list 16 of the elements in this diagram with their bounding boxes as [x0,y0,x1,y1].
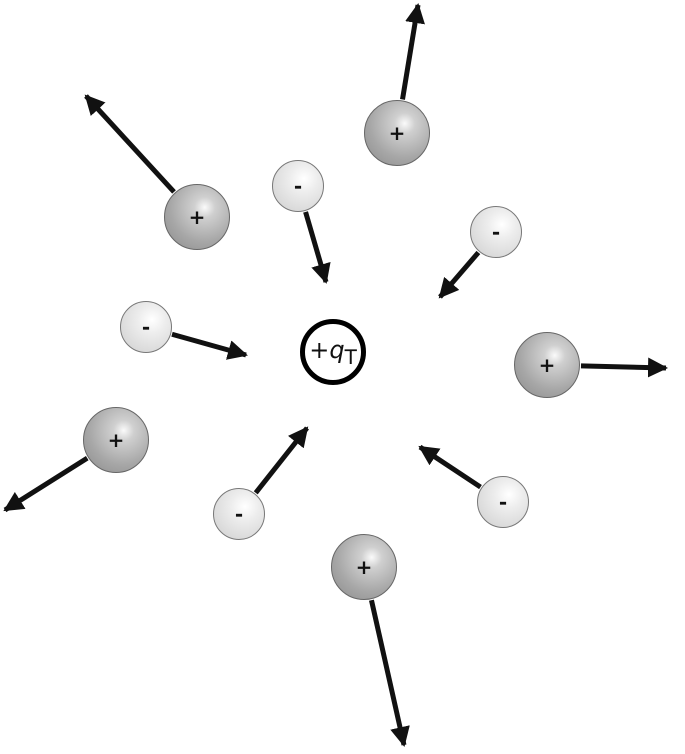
charge-label: + [388,123,406,143]
charge-label: + [356,557,372,577]
charge-label: - [142,317,150,337]
charge-label: +q$_{T}$ [309,338,357,366]
charge-label: + [108,430,124,450]
negative-charge-sphere [213,488,265,540]
charge-label: - [234,504,244,524]
negative-charge-sphere [477,476,529,528]
charge-label: + [188,207,206,227]
charge-label: - [498,492,508,512]
charge-label: + [538,355,556,375]
negative-charge-sphere [470,206,522,258]
charge-label: - [492,222,500,242]
negative-charge-sphere [120,301,172,353]
charge-label: - [294,176,302,196]
negative-charge-sphere [272,160,324,212]
